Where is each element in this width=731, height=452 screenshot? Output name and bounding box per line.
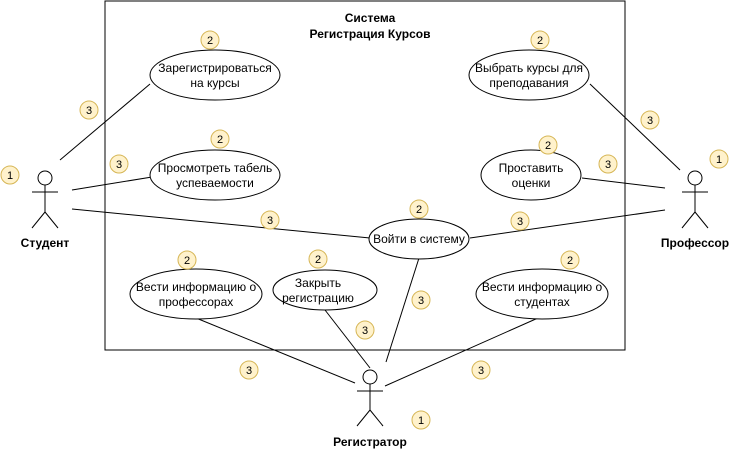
badge-association-student-login: 3 [260,210,280,230]
use-case-view-grades: Просмотреть табель успеваемости [149,149,281,201]
badge-number: 1 [418,415,424,427]
association-student-register [59,83,151,161]
actor-registrar-label: Регистратор [333,435,407,449]
badge-number: 2 [567,255,573,267]
use-case-label: Закрыть [295,276,341,290]
use-case-set-grades: Проставить оценки [480,149,582,201]
badge-number: 2 [217,134,223,146]
badge-use-case-close-registration: 2 [308,249,328,269]
use-case-label: Выбрать курсы для [475,61,583,75]
badge-number: 2 [207,35,213,47]
use-case-label: Зарегистрироваться [158,61,271,75]
actor-student-label: Студент [21,236,70,250]
actor-head [37,170,53,186]
association-registrar-close-registration [324,309,371,369]
badge-association-registrar-manage-students: 3 [471,360,491,380]
actor-professor-label: Профессор [661,236,729,250]
use-case-manage-professors: Вести информацию о профессорах [129,268,263,320]
use-case-manage-students: Вести информацию о студентах [475,268,609,320]
badge-number: 3 [517,216,523,228]
badge-number: 3 [647,115,653,127]
actor-leg-left [681,211,696,229]
use-case-label: регистрацию [282,291,354,305]
badge-actor-professor: 1 [709,149,729,169]
badge-association-professor-select-courses: 3 [640,110,660,130]
association-professor-select-courses [589,83,681,171]
association-student-view-grades [71,176,153,191]
badge-number: 3 [86,105,92,117]
badge-use-case-manage-professors: 2 [177,250,197,270]
badge-use-case-select-courses: 2 [530,30,550,50]
badge-number: 1 [716,154,722,166]
association-registrar-login [385,257,420,363]
badge-use-case-register: 2 [200,30,220,50]
badge-association-student-register: 3 [79,100,99,120]
actor-leg-right [369,409,384,427]
association-registrar-manage-professors [195,317,356,384]
use-case-label: Войти в систему [373,232,465,246]
actor-leg-right [44,211,59,229]
association-student-login [71,208,371,239]
badge-association-registrar-close-registration: 3 [355,320,375,340]
use-case-label: студентах [514,295,570,309]
badge-number: 1 [7,170,13,182]
badge-association-professor-set-grades: 3 [598,154,618,174]
badge-number: 3 [605,159,611,171]
use-case-close-registration: Закрыть регистрацию [272,269,378,311]
badge-use-case-login: 2 [409,199,429,219]
use-case-label: профессорах [159,295,234,309]
use-case-label: преподавания [489,76,568,90]
badge-number: 2 [184,255,190,267]
actor-student [31,170,59,229]
badge-use-case-set-grades: 2 [538,135,558,155]
use-case-label: Вести информацию о [136,280,257,294]
badge-number: 3 [246,365,252,377]
badge-number: 2 [315,254,321,266]
actor-leg-right [694,211,709,229]
badge-use-case-view-grades: 2 [210,129,230,149]
badge-actor-registrar: 1 [411,410,431,430]
association-registrar-manage-students [384,317,539,387]
actor-head [362,369,378,385]
association-professor-set-grades [581,177,666,189]
badge-number: 3 [478,365,484,377]
badge-association-registrar-manage-professors: 3 [239,360,259,380]
use-case-label: Вести информацию о [482,280,603,294]
badge-association-student-view-grades: 3 [109,154,129,174]
badge-actor-student: 1 [0,165,20,185]
badge-number: 2 [416,204,422,216]
system-title-line2: Регистрация Курсов [310,27,431,41]
use-case-label: на курсы [190,76,239,90]
badge-number: 3 [267,215,273,227]
use-case-select-courses: Выбрать курсы для преподавания [468,49,590,101]
actor-head [687,170,703,186]
use-case-register: Зарегистрироваться на курсы [149,49,281,101]
badge-number: 3 [418,295,424,307]
use-case-label: оценки [512,176,551,190]
use-case-label: Просмотреть табель [158,161,272,175]
system-boundary [104,0,626,351]
badge-number: 2 [545,140,551,152]
actor-professor [681,170,709,229]
badge-number: 3 [116,159,122,171]
badge-number: 3 [362,325,368,337]
actor-registrar [356,369,384,427]
system-title-line1: Система [345,11,396,25]
association-professor-login [469,209,666,239]
actor-leg-left [31,211,46,229]
actor-leg-left [356,409,371,427]
use-case-label: Проставить [499,161,564,175]
badge-association-registrar-login: 3 [411,290,431,310]
badge-use-case-manage-students: 2 [560,250,580,270]
use-case-login: Войти в систему [368,218,470,260]
badge-association-professor-login: 3 [510,211,530,231]
badge-number: 2 [537,35,543,47]
use-case-label: успеваемости [176,176,254,190]
